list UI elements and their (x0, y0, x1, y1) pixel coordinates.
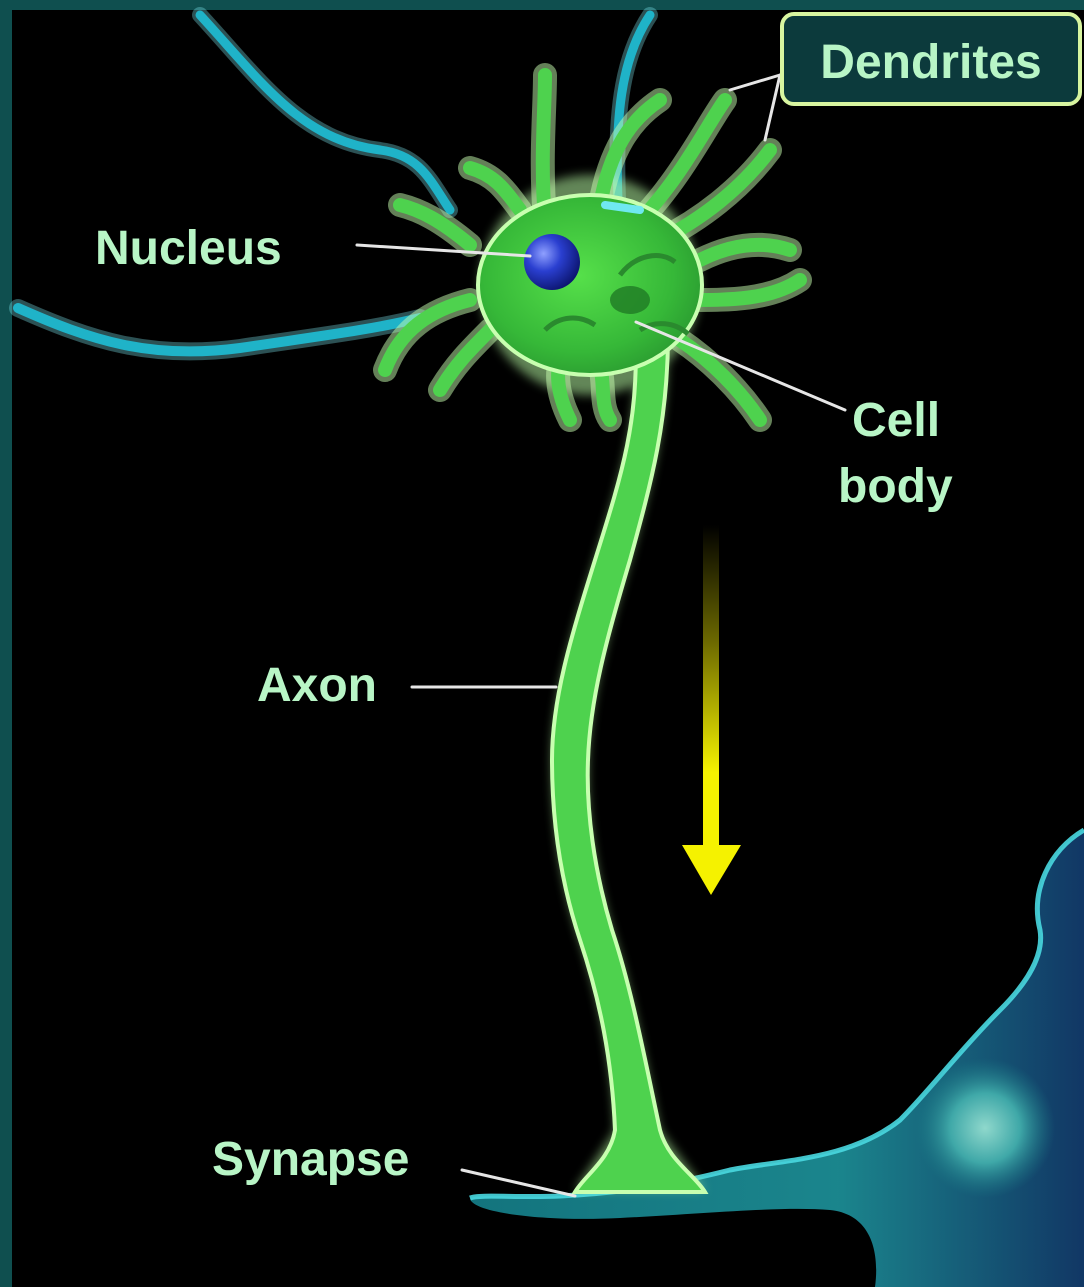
label-nucleus: Nucleus (95, 222, 282, 275)
nucleus (524, 234, 580, 290)
label-axon: Axon (257, 659, 377, 712)
target-cell-nucleus (915, 1058, 1055, 1198)
cell-body (478, 195, 702, 375)
label-cell-body-line2: body (838, 460, 953, 513)
label-cell-body-line1: Cell (852, 394, 940, 447)
label-dendrites: Dendrites (820, 36, 1041, 89)
label-synapse: Synapse (212, 1133, 409, 1186)
